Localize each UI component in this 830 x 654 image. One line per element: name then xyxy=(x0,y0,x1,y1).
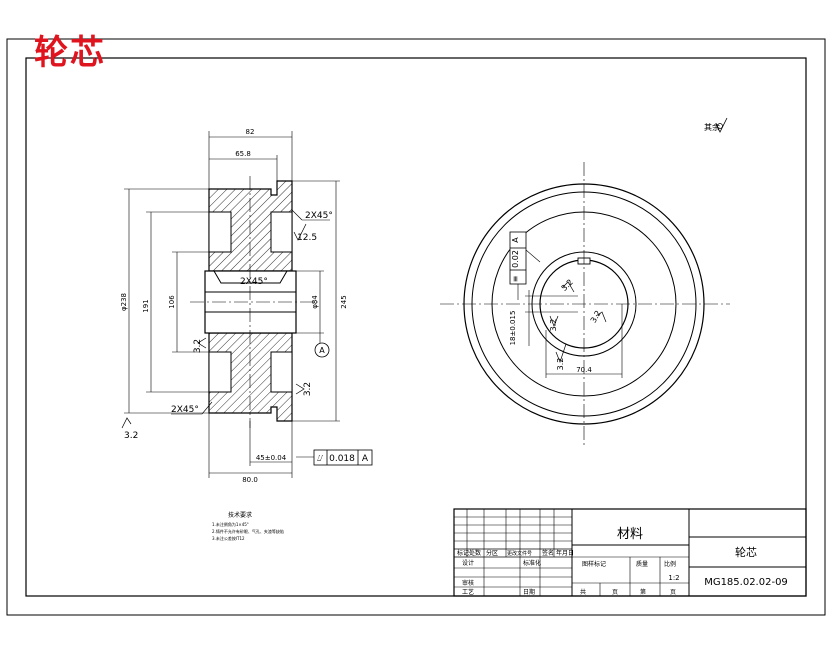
tb-weight-label: 质量 xyxy=(636,560,648,568)
drawing-title: 轮芯 xyxy=(34,33,106,73)
tb-scale-label: 比例 xyxy=(664,560,676,568)
tb-scale-value: 1:2 xyxy=(668,574,679,582)
tech-notes-heading: 技术要求 xyxy=(228,511,252,519)
roughness-symbol-a xyxy=(549,315,559,327)
tb-header-mark: 标记 xyxy=(457,549,469,557)
dim-top-width: 82 xyxy=(246,128,255,136)
callout-chamfer-bottom: 2X45° xyxy=(171,405,199,415)
tb-sheet-unit2: 页 xyxy=(670,589,676,596)
fcf-runout-symbol: ⌰ xyxy=(317,454,323,464)
tech-note-2: 2.铸件不允许有砂眼、气孔、夹渣等缺陷 xyxy=(212,528,284,534)
fcf-symmetry-tol: 0.02 xyxy=(511,250,520,268)
fcf-runout-tol: 0.018 xyxy=(329,454,355,464)
tb-drawing-no: MG185.02.02-09 xyxy=(704,577,788,588)
section-view: 82 65.8 φ238 191 106 φ84 245 A 2X45° 12. xyxy=(120,128,373,484)
inner-border xyxy=(25,57,807,597)
tb-material-label: 材料 xyxy=(617,527,643,542)
tb-header-date: 年月日 xyxy=(556,549,574,557)
general-roughness-circle xyxy=(717,123,723,129)
tb-row-design: 设计 xyxy=(462,559,474,567)
datum-a-label: A xyxy=(319,346,325,355)
tb-row-check: 审核 xyxy=(462,579,474,587)
pocket-ur xyxy=(270,211,293,253)
keyway-chamfer xyxy=(213,270,288,284)
tb-row-std: 标准化 xyxy=(523,559,541,567)
roughness-d: 3.2 xyxy=(556,358,565,371)
tb-stage-label: 图样标记 xyxy=(582,560,606,568)
roughness-symbol-left xyxy=(197,337,207,349)
fcf-symmetry-symbol: ≡ xyxy=(511,276,520,283)
roughness-symbol-d xyxy=(555,343,567,364)
dim-bore-tol: 45±0.04 xyxy=(256,454,287,462)
tech-notes: 技术要求 1.未注倒角为1×45° 2.铸件不允许有砂眼、气孔、夹渣等缺陷 3.… xyxy=(212,511,284,541)
datum-a-circle xyxy=(314,342,330,358)
roughness-bottom: 3.2 xyxy=(124,431,138,441)
roughness-symbol-c xyxy=(595,311,607,323)
callout-chamfer-top: 2X45° xyxy=(305,211,333,221)
outer-border xyxy=(6,38,826,616)
keyway-width: 18±0.015 xyxy=(509,311,517,346)
title-block xyxy=(453,508,807,597)
roughness-a: 3.2 xyxy=(549,319,558,332)
fcf-runout: ⌰ 0.018 A xyxy=(313,449,373,466)
dim-bore-dia: φ84 xyxy=(311,295,319,309)
callout-chamfer-bore: 2X45° xyxy=(240,277,268,287)
general-roughness: 其余 xyxy=(704,117,728,133)
roughness-top: 12.5 xyxy=(297,233,317,243)
dim-top-inner: 65.8 xyxy=(235,150,251,158)
dim-right-dia: 245 xyxy=(340,295,348,308)
tb-header-sign: 签名 xyxy=(542,549,554,557)
tb-sheet-unit: 页 xyxy=(612,589,618,596)
tb-row-process: 工艺 xyxy=(462,588,474,596)
general-roughness-label: 其余 xyxy=(704,122,720,132)
tech-note-3: 3.未注公差按IT12 xyxy=(212,535,245,541)
tb-part-name: 轮芯 xyxy=(735,545,757,559)
end-view: A 0.02 ≡ 18±0.015 3.2 3.2 3.2 3.2 70.4 xyxy=(440,162,730,446)
tb-sheet-no: 第 xyxy=(640,588,646,596)
tb-header-count: 处数 xyxy=(469,549,481,557)
fcf-symmetry: A 0.02 ≡ xyxy=(509,231,527,285)
pocket-ul xyxy=(208,211,232,253)
roughness-symbol-top xyxy=(293,223,307,241)
roughness-symbol-bottom xyxy=(121,417,132,429)
tb-sheet-total: 共 xyxy=(580,588,586,596)
fcf-runout-datum: A xyxy=(362,454,369,464)
roughness-symbol-b xyxy=(561,281,575,293)
tb-header-zone: 分区 xyxy=(486,549,498,557)
roughness-left: 3.2 xyxy=(193,339,203,353)
roughness-b: 3.2 xyxy=(560,278,575,293)
pocket-lr xyxy=(270,351,293,393)
fcf-symmetry-datum: A xyxy=(511,237,520,243)
tb-header-doc: 更改文件号 xyxy=(507,550,532,557)
pocket-ll xyxy=(208,351,232,393)
roughness-c: 3.2 xyxy=(589,309,603,325)
callout-leader xyxy=(201,401,213,415)
dim-bottom-width: 80.0 xyxy=(242,476,258,484)
dim-mid-dia: 191 xyxy=(142,299,150,312)
title-block-text: 标记 处数 分区 更改文件号 签名 年月日 设计 标准化 审核 工艺 日期 材料… xyxy=(457,527,788,596)
roughness-right: 3.2 xyxy=(303,382,313,396)
keyway-depth: 70.4 xyxy=(576,366,592,374)
dim-hub-dia: 106 xyxy=(168,295,176,309)
tb-row-date: 日期 xyxy=(523,588,535,596)
roughness-symbol-right xyxy=(295,383,305,395)
dim-outer-dia: φ238 xyxy=(120,293,128,311)
callout-leader xyxy=(291,209,303,221)
fcf-leader xyxy=(525,249,541,263)
tech-note-1: 1.未注倒角为1×45° xyxy=(212,521,249,527)
